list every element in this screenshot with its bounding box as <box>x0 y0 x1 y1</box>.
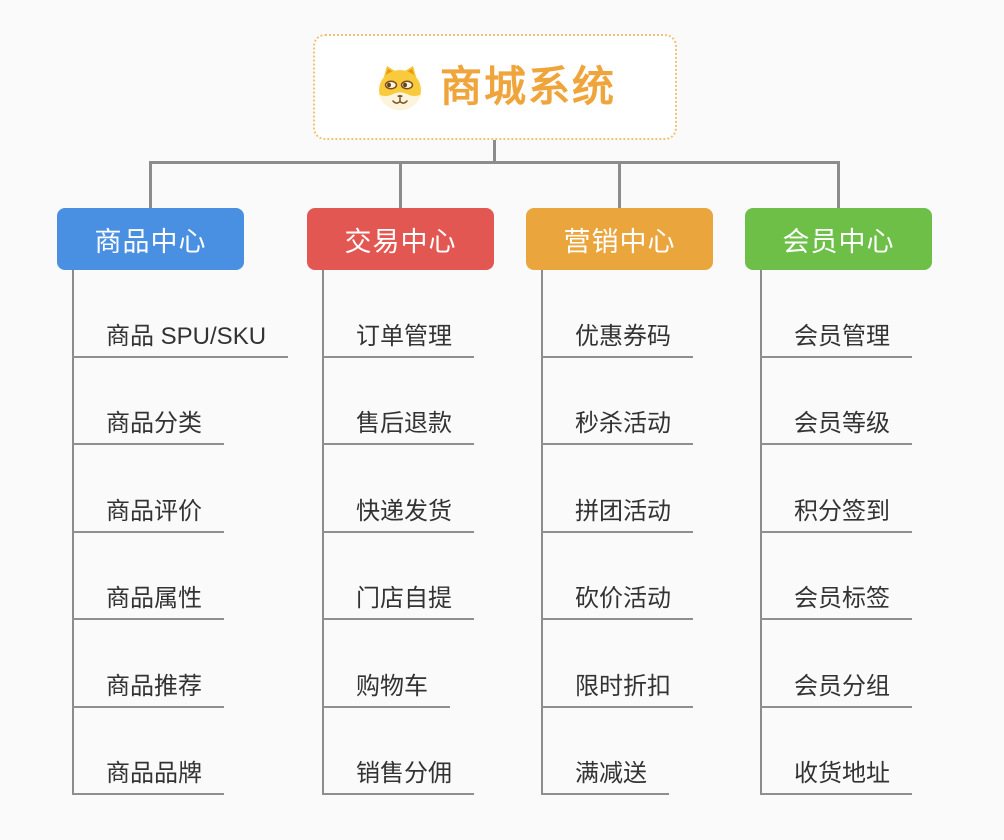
branch-marketing-center: 营销中心 优惠券码 秒杀活动 拼团活动 砍价活动 限时折扣 满减送 <box>526 208 713 795</box>
leaf-label: 商品 SPU/SKU <box>72 324 289 358</box>
leaf-label: 售后退款 <box>322 412 474 445</box>
leaf-node-flash-sale[interactable]: 秒杀活动 <box>541 358 693 445</box>
connector-drop-marketing <box>618 162 621 208</box>
branch-node-member-center[interactable]: 会员中心 <box>745 208 932 270</box>
leaf-node-product-review[interactable]: 商品评价 <box>72 445 288 533</box>
leaf-label: 会员标签 <box>760 587 912 620</box>
branch-member-center: 会员中心 会员管理 会员等级 积分签到 会员标签 会员分组 收货地址 <box>745 208 932 795</box>
connector-drop-products <box>149 162 152 208</box>
leaf-node-product-attribute[interactable]: 商品属性 <box>72 533 288 620</box>
leaf-label: 销售分佣 <box>322 762 474 795</box>
branch-trunk-line <box>72 270 74 795</box>
branch-product-center: 商品中心 商品 SPU/SKU 商品分类 商品评价 商品属性 商品推荐 商品品牌 <box>57 208 289 795</box>
branch-items: 优惠券码 秒杀活动 拼团活动 砍价活动 限时折扣 满减送 <box>541 270 693 795</box>
leaf-node-points-checkin[interactable]: 积分签到 <box>760 445 912 533</box>
leaf-node-spend-and-save[interactable]: 满减送 <box>541 708 693 795</box>
leaf-label: 积分签到 <box>760 499 912 533</box>
connector-drop-members <box>837 162 840 208</box>
leaf-node-product-brand[interactable]: 商品品牌 <box>72 708 288 795</box>
connector-horizontal <box>149 161 840 164</box>
branch-items: 订单管理 售后退款 快递发货 门店自提 购物车 销售分佣 <box>322 270 474 795</box>
leaf-label: 满减送 <box>541 762 669 795</box>
leaf-node-sales-commission[interactable]: 销售分佣 <box>322 708 474 795</box>
leaf-node-member-management[interactable]: 会员管理 <box>760 270 912 358</box>
leaf-node-store-pickup[interactable]: 门店自提 <box>322 533 474 620</box>
leaf-label: 限时折扣 <box>541 674 693 708</box>
branch-node-product-center[interactable]: 商品中心 <box>57 208 244 270</box>
leaf-node-product-recommend[interactable]: 商品推荐 <box>72 620 288 708</box>
leaf-label: 砍价活动 <box>541 587 693 620</box>
leaf-node-coupon-codes[interactable]: 优惠券码 <box>541 270 693 358</box>
leaf-label: 会员等级 <box>760 412 912 445</box>
leaf-label: 会员管理 <box>760 324 912 358</box>
leaf-label: 商品推荐 <box>72 674 224 708</box>
leaf-node-member-tags[interactable]: 会员标签 <box>760 533 912 620</box>
leaf-label: 会员分组 <box>760 674 912 708</box>
leaf-node-bargain-activity[interactable]: 砍价活动 <box>541 533 693 620</box>
leaf-label: 商品评价 <box>72 499 224 533</box>
leaf-label: 门店自提 <box>322 587 474 620</box>
leaf-label: 秒杀活动 <box>541 412 693 445</box>
leaf-node-product-category[interactable]: 商品分类 <box>72 358 288 445</box>
branch-trade-center: 交易中心 订单管理 售后退款 快递发货 门店自提 购物车 销售分佣 <box>307 208 494 795</box>
leaf-label: 收货地址 <box>760 762 912 795</box>
leaf-label: 订单管理 <box>322 324 474 358</box>
leaf-label: 拼团活动 <box>541 499 693 533</box>
leaf-label: 优惠券码 <box>541 324 693 358</box>
leaf-label: 快递发货 <box>322 499 474 533</box>
connector-drop-trade <box>399 162 402 208</box>
branch-trunk-line <box>541 270 543 795</box>
leaf-node-product-spu-sku[interactable]: 商品 SPU/SKU <box>72 270 289 358</box>
leaf-label: 购物车 <box>322 674 450 708</box>
connector-root-stub <box>493 140 496 164</box>
leaf-node-limited-time-discount[interactable]: 限时折扣 <box>541 620 693 708</box>
dog-face-icon <box>378 66 421 110</box>
leaf-node-shipping-address[interactable]: 收货地址 <box>760 708 912 795</box>
branch-items: 商品 SPU/SKU 商品分类 商品评价 商品属性 商品推荐 商品品牌 <box>72 270 289 795</box>
branch-trunk-line <box>760 270 762 795</box>
leaf-label: 商品品牌 <box>72 762 224 795</box>
branch-trunk-line <box>322 270 324 795</box>
branch-items: 会员管理 会员等级 积分签到 会员标签 会员分组 收货地址 <box>760 270 912 795</box>
leaf-node-member-level[interactable]: 会员等级 <box>760 358 912 445</box>
branch-node-trade-center[interactable]: 交易中心 <box>307 208 494 270</box>
root-node-mall-system[interactable]: 商城系统 <box>313 34 677 140</box>
leaf-node-member-groups[interactable]: 会员分组 <box>760 620 912 708</box>
leaf-node-order-management[interactable]: 订单管理 <box>322 270 474 358</box>
leaf-label: 商品分类 <box>72 412 224 445</box>
leaf-node-express-shipping[interactable]: 快递发货 <box>322 445 474 533</box>
root-title: 商城系统 <box>439 63 616 110</box>
leaf-node-shopping-cart[interactable]: 购物车 <box>322 620 474 708</box>
branch-node-marketing-center[interactable]: 营销中心 <box>526 208 713 270</box>
leaf-label: 商品属性 <box>72 587 224 620</box>
leaf-node-after-sales-refund[interactable]: 售后退款 <box>322 358 474 445</box>
leaf-node-group-buying[interactable]: 拼团活动 <box>541 445 693 533</box>
